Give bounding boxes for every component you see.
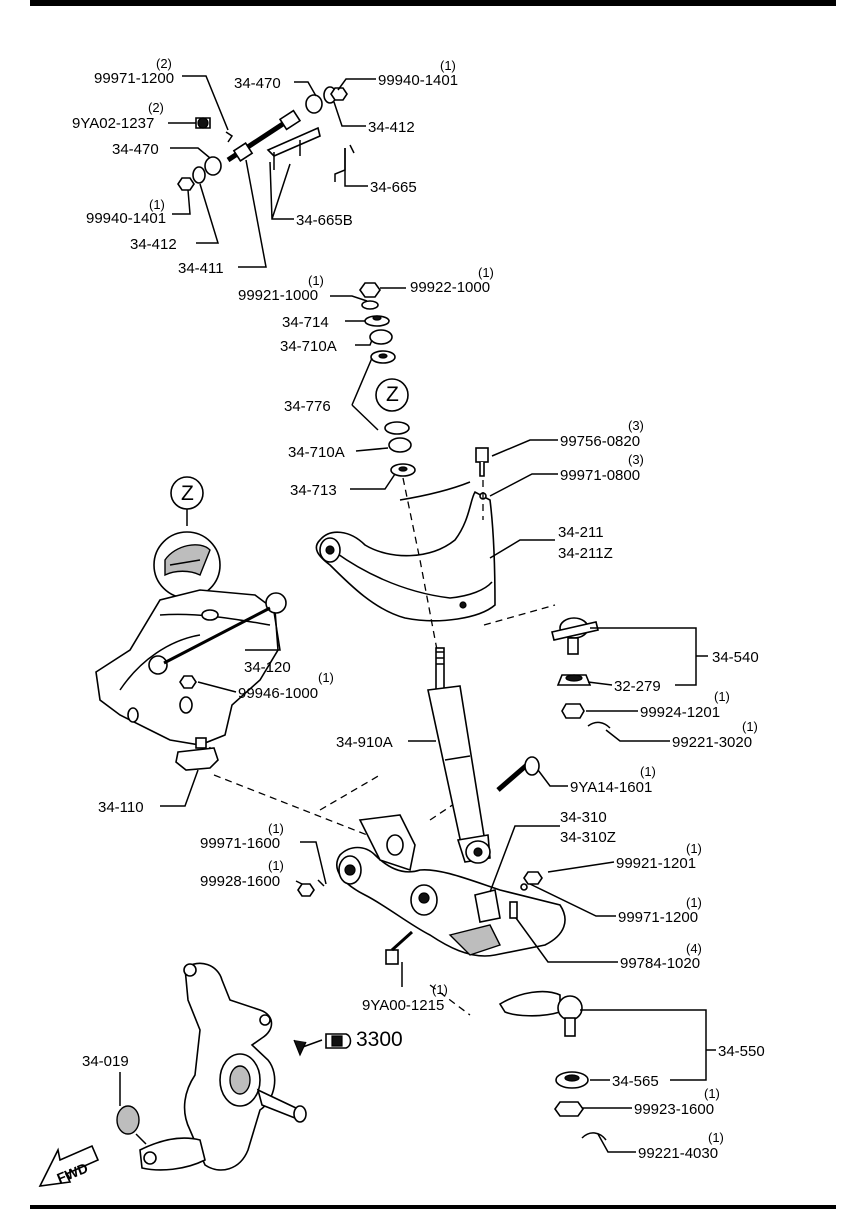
part-label: 34-710A: [280, 338, 337, 355]
forward-arrow: [38, 1144, 100, 1187]
label-qty: (1): [686, 841, 702, 856]
part-label: 34-565: [612, 1073, 659, 1090]
part-label: 99923-1600: [634, 1101, 714, 1118]
part-label: 9YA14-1601: [570, 779, 652, 796]
label-qty: (4): [686, 941, 702, 956]
part-label: 34-470: [234, 75, 281, 92]
part-label: 34-910A: [336, 734, 393, 751]
part-label: 34-310: [560, 809, 607, 826]
part-label: 34-110: [98, 799, 144, 816]
part-label: 99971-1200: [618, 909, 698, 926]
part-label: 99784-1020: [620, 955, 700, 972]
label-qty: (1): [708, 1130, 724, 1145]
part-labels: (2) 99971-1200 (2) 9YA02-1237 34-470 (1)…: [55, 56, 765, 1186]
frame-bracket: [95, 589, 287, 771]
upper-ball-joint: [551, 617, 611, 729]
zoom-callout-circle: [375, 378, 409, 412]
shock-upper-mount-stack: [359, 282, 416, 477]
part-label: 9YA02-1237: [72, 115, 154, 132]
part-label: 99946-1000: [238, 685, 318, 702]
label-qty: (1): [686, 895, 702, 910]
part-label: 99971-0800: [560, 467, 640, 484]
label-qty: (3): [628, 452, 644, 467]
part-label: 34-411: [178, 260, 224, 277]
label-qty: (1): [704, 1086, 720, 1101]
part-label: 99940-1401: [86, 210, 166, 227]
label-qty: (1): [308, 273, 324, 288]
label-qty: (1): [318, 670, 334, 685]
part-label: 34-120: [244, 659, 291, 676]
label-qty: (1): [268, 821, 284, 836]
part-label: 99928-1600: [200, 873, 280, 890]
stabilizer-link-group: [177, 86, 355, 191]
part-label: 32-279: [614, 678, 661, 695]
part-label: 34-665: [370, 179, 417, 196]
label-qty: (1): [149, 197, 165, 212]
bottom-rule: [30, 1205, 836, 1209]
shock-absorber: [427, 647, 540, 864]
upper-control-arm: [315, 447, 496, 622]
label-qty: (1): [268, 858, 284, 873]
part-label: 99921-1201: [616, 855, 696, 872]
lower-control-arm: [297, 814, 566, 965]
part-label: 99971-1600: [200, 835, 280, 852]
part-label: 99921-1000: [238, 287, 318, 304]
zoom-detail-z: [153, 476, 221, 599]
part-label: 34-211: [558, 524, 604, 541]
label-qty: (2): [156, 56, 172, 71]
part-label: 34-710A: [288, 444, 345, 461]
part-label: 34-310Z: [560, 829, 616, 846]
part-label: 34-550: [718, 1043, 765, 1060]
part-label: 99221-3020: [672, 734, 752, 751]
part-label: 99924-1201: [640, 704, 720, 721]
part-label: 34-412: [130, 236, 177, 253]
part-label: 34-713: [290, 482, 337, 499]
label-qty: (1): [440, 58, 456, 73]
part-label: 34-714: [282, 314, 329, 331]
leader-lines: [119, 75, 716, 1153]
label-qty: (1): [432, 982, 448, 997]
part-label: 34-665B: [296, 212, 353, 229]
part-label: 99756-0820: [560, 433, 640, 450]
label-qty: (3): [628, 418, 644, 433]
top-rule: [30, 0, 836, 6]
steering-knuckle: [116, 962, 307, 1171]
lower-ball-joint: [498, 990, 607, 1141]
part-label: 34-019: [82, 1053, 129, 1070]
part-label: 99971-1200: [94, 70, 174, 87]
part-label: 34-776: [284, 398, 331, 415]
label-qty: (1): [640, 764, 656, 779]
part-label: 99922-1000: [410, 279, 490, 296]
part-label: 99221-4030: [638, 1145, 718, 1162]
label-qty: (1): [478, 265, 494, 280]
label-qty: (2): [148, 100, 164, 115]
label-qty: (1): [742, 719, 758, 734]
label-qty: (1): [714, 689, 730, 704]
zoom-marker: Z: [386, 383, 399, 406]
part-label: 34-470: [112, 141, 159, 158]
part-label: 34-540: [712, 649, 759, 666]
part-label: 34-211Z: [558, 545, 613, 562]
part-label: 9YA00-1215: [362, 997, 444, 1014]
part-label: 34-412: [368, 119, 415, 136]
ref-arrow-3300: [293, 1033, 352, 1057]
ref-number: 3300: [356, 1028, 403, 1051]
part-label: 99940-1401: [378, 72, 458, 89]
zoom-marker: Z: [181, 482, 194, 505]
